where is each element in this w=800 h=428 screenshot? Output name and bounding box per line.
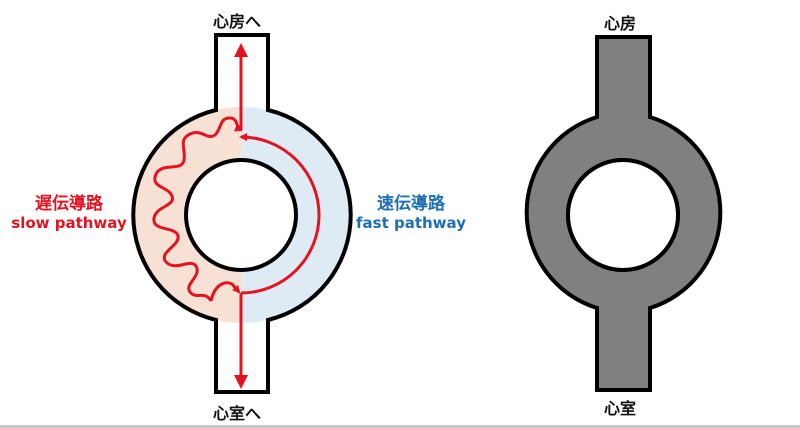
fast-pathway-region [241,107,349,323]
fast-pathway-label-jp: 速伝導路 [377,194,445,214]
slow-pathway-bottom-entry [209,281,241,302]
left-outer-outline [131,33,353,394]
bottom-divider [0,425,800,428]
fast-pathway-label: 速伝導路 fast pathway [356,189,466,232]
to-atrium-label: 心房へ [213,12,262,31]
ventricle-label: 心室 [604,399,637,418]
atrium-label: 心房 [604,14,637,33]
av-node-dual-pathway-diagram [131,33,353,394]
slow-pathway-label: 遅伝導路 slow pathway [10,189,128,232]
fast-pathway-label-en: fast pathway [356,214,466,232]
slow-pathway-region [133,107,241,323]
av-node-anatomy-diagram [524,35,723,392]
fast-pathway-arrow [239,133,321,295]
slow-pathway-arrow [152,116,243,302]
to-ventricle-label: 心室へ [213,404,262,423]
right-inner-circle [566,158,680,272]
slow-pathway-label-jp: 遅伝導路 [35,194,103,214]
left-inner-circle [184,158,298,272]
slow-pathway-label-en: slow pathway [11,214,127,232]
